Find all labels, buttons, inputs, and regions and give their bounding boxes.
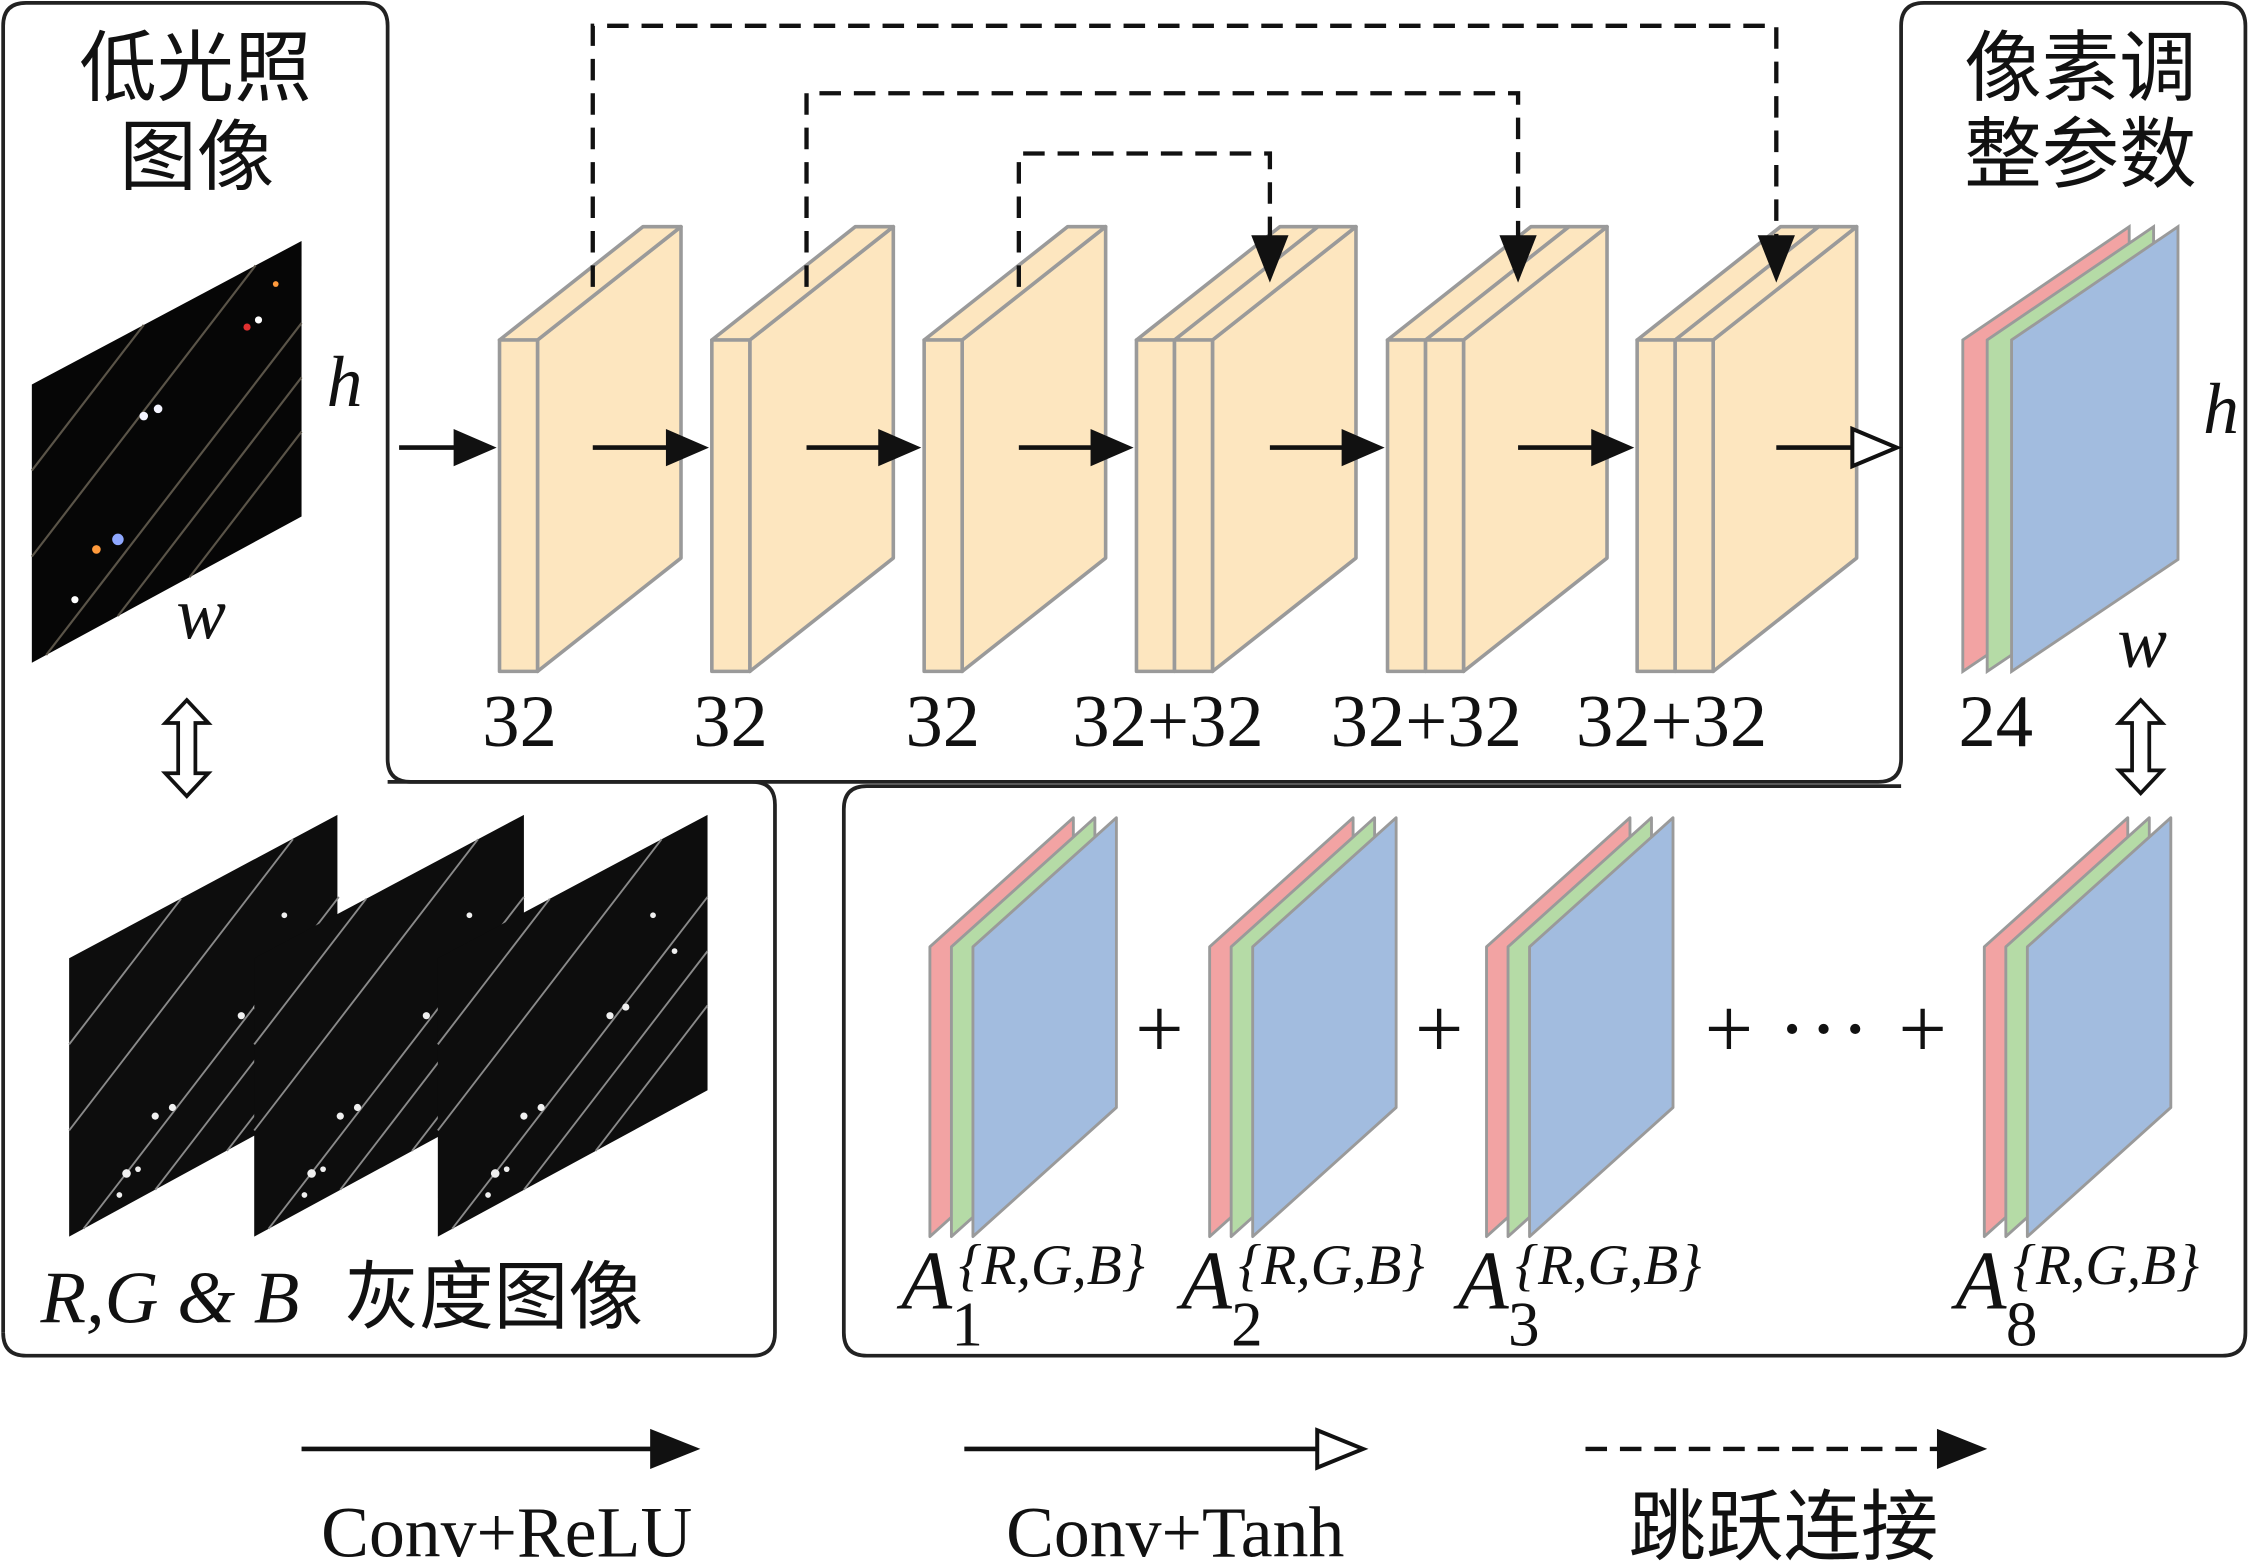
input-title-line1: 低光照: [79, 24, 311, 114]
low-light-photo: [31, 241, 302, 663]
double-arrow-icon: [2114, 697, 2167, 797]
feature-map-front-edge: [1134, 338, 1177, 674]
legend-item-conv-relu: Conv+ReLU: [301, 1428, 701, 1568]
map-index: 8: [2006, 1290, 2038, 1360]
adjustment-map-stack: [928, 816, 1118, 1239]
double-arrow-icon: [160, 697, 213, 799]
blue-channel-map: [2025, 816, 2173, 1239]
grayscale-caption-channels: R,G & B: [39, 1258, 299, 1340]
red-grayscale-image: [68, 814, 340, 1237]
blue-channel-map: [1528, 816, 1675, 1239]
map-symbol: A: [896, 1234, 953, 1326]
map-symbol: A: [1453, 1234, 1510, 1326]
panel-outline: [1, 1, 2248, 1358]
legend: Conv+ReLU Conv+Tanh 跳跃连接: [301, 1427, 1988, 1568]
feature-map-front-edge: [1423, 338, 1466, 674]
map-channels: {R,G,B}: [2013, 1234, 2199, 1297]
plus-operator: +: [1415, 980, 1464, 1076]
arrow-head: [1251, 235, 1289, 283]
output-title-line1: 像素调: [1964, 24, 2196, 114]
layer-channel-label: 32+32: [1576, 681, 1767, 763]
adjustment-map-stack: [1982, 816, 2173, 1239]
map-channels: {R,G,B}: [1515, 1234, 1701, 1297]
skip-connection-inner: [1016, 151, 1273, 287]
green-grayscale-image: [253, 814, 525, 1237]
summation-operators: + + + ··· +: [1135, 980, 1947, 1076]
grayscale-photo: [69, 814, 338, 1237]
adjustment-map-stack: [1208, 816, 1398, 1239]
ellipsis: ···: [1778, 980, 1873, 1076]
grayscale-photo: [254, 814, 524, 1237]
plus-operator: +: [1898, 980, 1947, 1076]
input-title-line2: 图像: [119, 113, 274, 203]
feature-map-front-edge: [1673, 338, 1715, 674]
layer-channel-label: 32: [482, 681, 557, 763]
arrow-head: [1757, 235, 1795, 283]
arrow-head: [453, 428, 497, 467]
adjustment-map-stacks: [928, 816, 2173, 1239]
grayscale-photo: [437, 814, 708, 1237]
output-height-label: h: [2203, 369, 2239, 449]
input-height-label: h: [327, 342, 363, 422]
arrow-head: [1591, 428, 1635, 467]
plus-operator: +: [1705, 980, 1754, 1076]
adjustment-map-stack: [1485, 816, 1675, 1239]
output-width-label: w: [2117, 602, 2167, 684]
layer-channel-label: 32+32: [1072, 681, 1263, 763]
feature-map-front-edge: [710, 338, 752, 674]
skip-connection-outer: [590, 23, 1779, 287]
map-index: 1: [951, 1290, 983, 1360]
hollow-arrow-head: [1315, 1427, 1369, 1471]
output-channels-label: 24: [1959, 681, 2034, 763]
map-index: 2: [1231, 1290, 1263, 1360]
arrow-head: [1090, 428, 1134, 467]
hollow-arrow-head: [1850, 425, 1902, 470]
legend-label: Conv+ReLU: [321, 1493, 692, 1568]
pixel-adjustment-tensor: [1961, 223, 2180, 675]
feature-map-stack: [497, 224, 1859, 674]
vehicle-lights: [71, 281, 279, 604]
feature-map-front-edge: [1635, 338, 1677, 674]
layer-channel-labels: 32 32 32 32+32 32+32 32+32: [482, 681, 1767, 763]
layer-channel-label: 32: [906, 681, 981, 763]
arrow-head: [1499, 235, 1537, 283]
blue-channel-map: [2010, 223, 2180, 675]
feature-map-front-edge: [1172, 338, 1215, 674]
grayscale-panel-outline: [1, 779, 777, 1358]
map-index: 3: [1508, 1290, 1540, 1360]
output-title-line2: 整参数: [1964, 110, 2196, 200]
legend-item-conv-tanh: Conv+Tanh: [964, 1427, 1369, 1568]
feature-map-front-edge: [922, 338, 964, 674]
feature-map-front-edge: [497, 338, 540, 674]
map-symbol: A: [1176, 1234, 1233, 1326]
grayscale-channel-images: [68, 814, 709, 1237]
conv-relu-arrows: [399, 428, 1635, 467]
map-channels: {R,G,B}: [959, 1234, 1145, 1297]
legend-label: Conv+Tanh: [1006, 1493, 1344, 1568]
arrow-head: [1341, 428, 1385, 467]
feature-map-front-edge: [1385, 338, 1428, 674]
conv-tanh-arrow: [1776, 425, 1902, 470]
legend-item-skip-connection: 跳跃连接: [1585, 1428, 1988, 1568]
arrow-head: [665, 428, 709, 467]
arrow-head: [1936, 1428, 1988, 1470]
plus-operator: +: [1135, 980, 1184, 1076]
skip-connection-middle: [804, 91, 1521, 287]
legend-label: 跳跃连接: [1629, 1483, 1939, 1568]
layer-channel-label: 32+32: [1331, 681, 1522, 763]
grayscale-caption: 灰度图像: [345, 1254, 643, 1341]
arrow-head: [650, 1428, 701, 1470]
blue-grayscale-image: [436, 814, 709, 1237]
blue-channel-map: [971, 816, 1118, 1239]
low-light-input-image: [30, 241, 303, 663]
blue-channel-map: [1251, 816, 1398, 1239]
map-symbol: A: [1951, 1234, 2008, 1326]
input-width-label: w: [176, 573, 226, 655]
map-channels: {R,G,B}: [1238, 1234, 1424, 1297]
layer-channel-label: 32: [693, 681, 768, 763]
skip-connections: [590, 23, 1795, 287]
arrow-head: [878, 428, 922, 467]
